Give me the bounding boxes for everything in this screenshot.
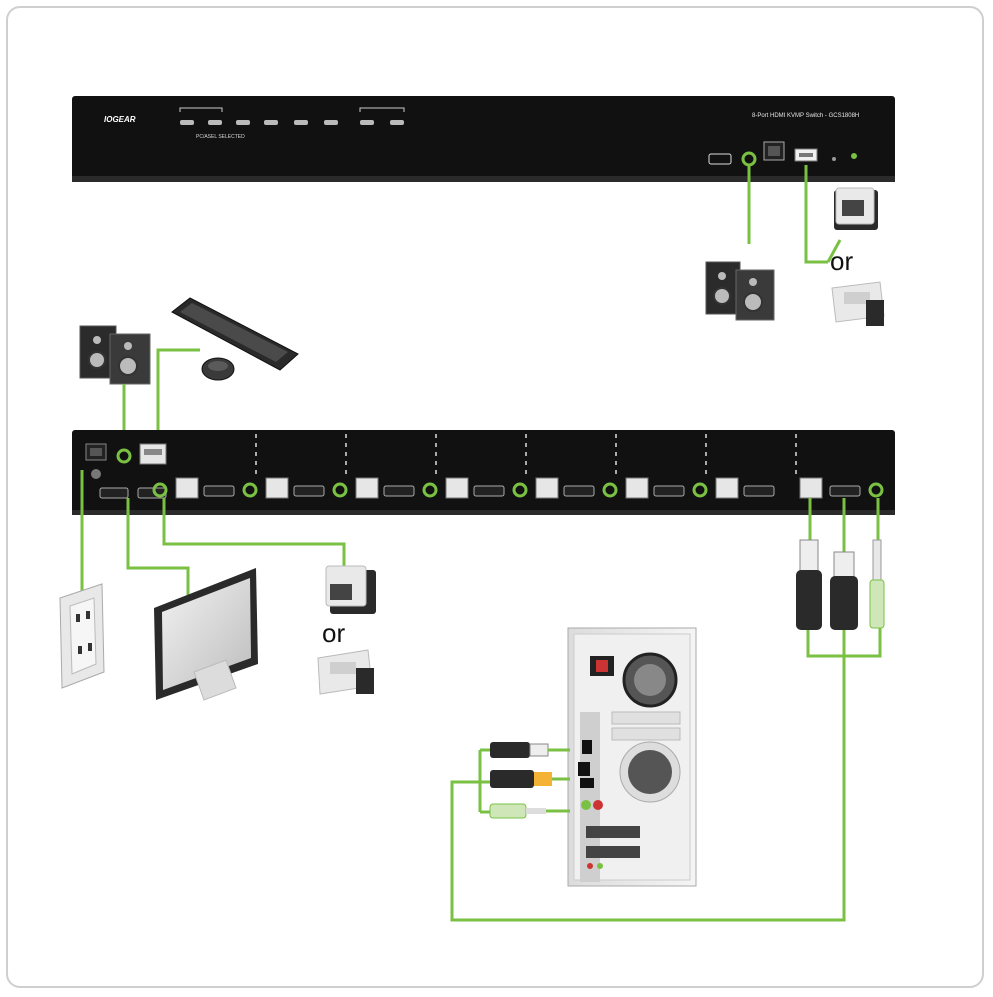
port-group: [152, 477, 235, 499]
port-group: [242, 477, 325, 499]
monitor-icon: [154, 568, 258, 701]
or-label: or: [830, 246, 853, 276]
svg-text:PC/ASEL SELECTED: PC/ASEL SELECTED: [196, 134, 245, 140]
console-speakers-icon: [79, 325, 151, 385]
console-hdmi-port: [99, 487, 129, 499]
port-group: [422, 477, 505, 499]
printer-icon: [317, 649, 374, 695]
or-label: or: [322, 618, 345, 648]
brand-logo: IOGEAR: [104, 115, 136, 124]
kvm-rear-panel: [72, 430, 895, 515]
printer-icon: [831, 281, 885, 326]
front-cables: [747, 165, 842, 264]
rear-console-cables: [80, 470, 346, 600]
port-group: [602, 477, 685, 499]
port-group: [512, 477, 595, 499]
usb-drive-icon: [834, 187, 878, 230]
port-group: [799, 477, 884, 499]
power-outlet-icon: [59, 583, 105, 689]
pc-tower-icon: [567, 627, 697, 887]
ground-screw: [91, 469, 101, 479]
speakers-icon: [705, 261, 775, 321]
mouse-icon: [201, 357, 235, 381]
computer-cables: [450, 498, 885, 922]
audio-jack-icon: [116, 448, 132, 464]
port-group: [332, 477, 415, 499]
port-select-buttons: PC/ASEL SELECTED: [179, 107, 405, 140]
keyboard-icon: [171, 297, 299, 371]
port-group: [692, 477, 775, 499]
front-panel-model: 8-Port HDMI KVMP Switch - GCS1808H: [752, 113, 859, 119]
kvm-front-panel: IOGEAR 8-Port HDMI KVMP Switch - GCS1808…: [72, 96, 895, 182]
usb-drive-icon: [325, 565, 376, 614]
front-port: [708, 153, 732, 165]
pc-side-plugs: [478, 742, 570, 819]
